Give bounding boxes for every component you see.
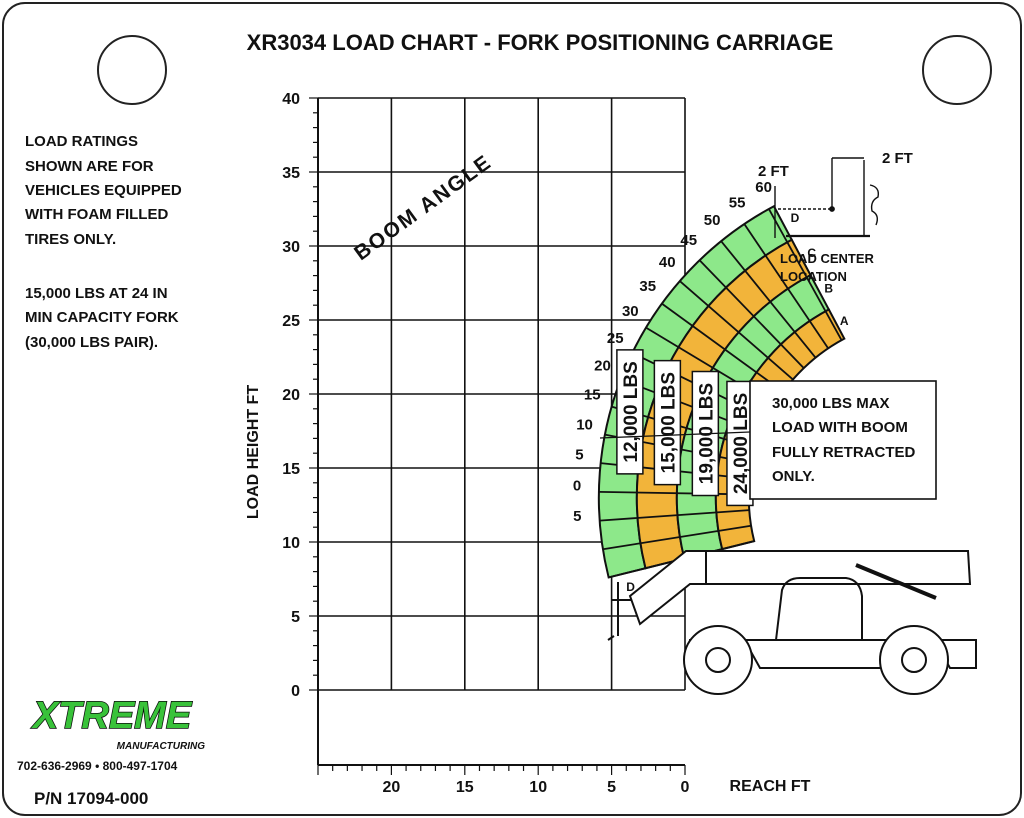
- y-tick-label: 40: [282, 91, 300, 108]
- fork-note-line: (30,000 LBS PAIR).: [25, 334, 158, 351]
- boom-angle-value: 35: [639, 278, 656, 295]
- extension-label-top: D: [791, 211, 800, 225]
- callout-leader-line: [599, 431, 751, 439]
- callout-line: FULLY RETRACTED: [772, 444, 916, 461]
- boom-angle-value: 55: [729, 194, 746, 211]
- capacity-label-text: 12,000 LBS: [621, 361, 642, 462]
- tire-note-line: VEHICLES EQUIPPED: [25, 182, 182, 199]
- y-tick-label: 15: [282, 461, 300, 478]
- capacity-label-text: 15,000 LBS: [658, 372, 679, 473]
- boom-angle-line: [602, 524, 752, 551]
- boom-angle-line: [720, 240, 817, 359]
- capacity-label-box: [616, 349, 644, 475]
- y-tick-label: 25: [282, 313, 300, 330]
- lc-center-dot: [829, 206, 835, 212]
- boom-angle-value: 40: [659, 254, 676, 271]
- rear-hub: [901, 647, 927, 673]
- callout-line: ONLY.: [772, 468, 815, 485]
- x-axis-label: REACH FT: [730, 778, 811, 795]
- boom-angle-line: [661, 302, 784, 393]
- boom-angle-value: 60: [755, 179, 772, 196]
- xtreme-logo: XTREME MANUFACTURING: [30, 694, 206, 752]
- y-tick-label: 35: [282, 165, 300, 182]
- tire-note-line: SHOWN ARE FOR: [25, 158, 154, 175]
- lc-caption-line: LOAD CENTER: [780, 251, 875, 266]
- logo-subtitle: MANUFACTURING: [117, 741, 206, 752]
- extension-label-top: B: [824, 282, 833, 296]
- tire-note-line: TIRES ONLY.: [25, 231, 116, 248]
- lc-vertical-dim-label: 2 FT: [758, 163, 789, 180]
- y-tick-label: 30: [282, 239, 300, 256]
- capacity-label: 24,000 LBS: [726, 380, 754, 507]
- retracted-boom-callout: 30,000 LBS MAX LOAD WITH BOOM FULLY RETR…: [599, 380, 937, 500]
- x-tick-label: 10: [529, 779, 547, 796]
- chart-title: XR3034 LOAD CHART - FORK POSITIONING CAR…: [247, 30, 834, 55]
- fork-note-line: 15,000 LBS AT 24 IN: [25, 285, 168, 302]
- y-tick-label: 5: [291, 609, 300, 626]
- capacity-label-text: 24,000 LBS: [731, 393, 752, 494]
- tire-note: LOAD RATINGS SHOWN ARE FOR VEHICLES EQUI…: [25, 133, 182, 248]
- x-tick-label: 0: [681, 779, 690, 796]
- boom-angle-value: 25: [607, 330, 624, 347]
- x-tick-label: 20: [383, 779, 401, 796]
- machine-cylinder: [855, 563, 937, 600]
- lc-fork-hook: [869, 184, 880, 226]
- boom-angle-line: [698, 259, 805, 369]
- machine-boom: [628, 550, 972, 626]
- boom-angle-line: [679, 280, 794, 381]
- x-tick-label: 15: [456, 779, 474, 796]
- lc-horizontal-dim-label: 2 FT: [882, 150, 913, 167]
- load-center-diagram: [774, 157, 880, 238]
- machine-fork-carriage: [607, 582, 632, 641]
- callout-line: 30,000 LBS MAX: [772, 395, 890, 412]
- logo-wordmark: XTREME: [31, 695, 193, 737]
- extension-label-top: C: [807, 246, 816, 260]
- extension-label-top: A: [840, 314, 849, 328]
- capacity-label: 12,000 LBS: [616, 349, 644, 475]
- tire-note-line: WITH FOAM FILLED: [25, 206, 168, 223]
- capacity-label: 15,000 LBS: [653, 359, 682, 486]
- y-tick-label: 10: [282, 535, 300, 552]
- machine-cab: [775, 577, 863, 641]
- capacity-label-box: [653, 359, 682, 486]
- callout-box: [749, 380, 937, 500]
- boom-angle-value: 20: [594, 358, 611, 375]
- y-tick-label: 20: [282, 387, 300, 404]
- boom-angle-line: [599, 509, 750, 522]
- callout-line: LOAD WITH BOOM: [772, 419, 908, 436]
- x-tick-label: 5: [607, 779, 616, 796]
- front-wheel: [683, 625, 753, 695]
- mounting-hole-left: [97, 35, 167, 105]
- boom-angle-line: [768, 208, 843, 341]
- telehandler-illustration: [607, 550, 977, 695]
- boom-angle-value: 30: [622, 303, 639, 320]
- extension-label-bottom: D: [626, 580, 635, 594]
- phone-numbers: 702-636-2969 • 800-497-1704: [17, 759, 178, 773]
- fork-note-line: MIN CAPACITY FORK: [25, 309, 179, 326]
- boom-angle-value: 5: [573, 508, 581, 525]
- boom-angle-value: 45: [680, 232, 697, 249]
- rear-wheel: [879, 625, 949, 695]
- boom-angle-value: 15: [584, 387, 601, 404]
- lc-caption-line: LOCATION: [780, 269, 847, 284]
- boom-angle-value: 10: [576, 416, 593, 433]
- boom-angle-value: 50: [704, 212, 721, 229]
- tire-note-line: LOAD RATINGS: [25, 133, 138, 150]
- chart-grid: [317, 97, 686, 766]
- y-tick-label: 0: [291, 683, 300, 700]
- boom-angle-line: [598, 490, 749, 496]
- boom-angle-line: [743, 223, 829, 349]
- y-axis-label: LOAD HEIGHT FT: [245, 385, 262, 519]
- boom-angle-value: 5: [575, 447, 583, 464]
- fork-note: 15,000 LBS AT 24 IN MIN CAPACITY FORK (3…: [25, 285, 179, 351]
- boom-angle-value: 0: [573, 477, 581, 494]
- front-hub: [705, 647, 731, 673]
- part-number: P/N 17094-000: [34, 789, 148, 808]
- mounting-hole-right: [922, 35, 992, 105]
